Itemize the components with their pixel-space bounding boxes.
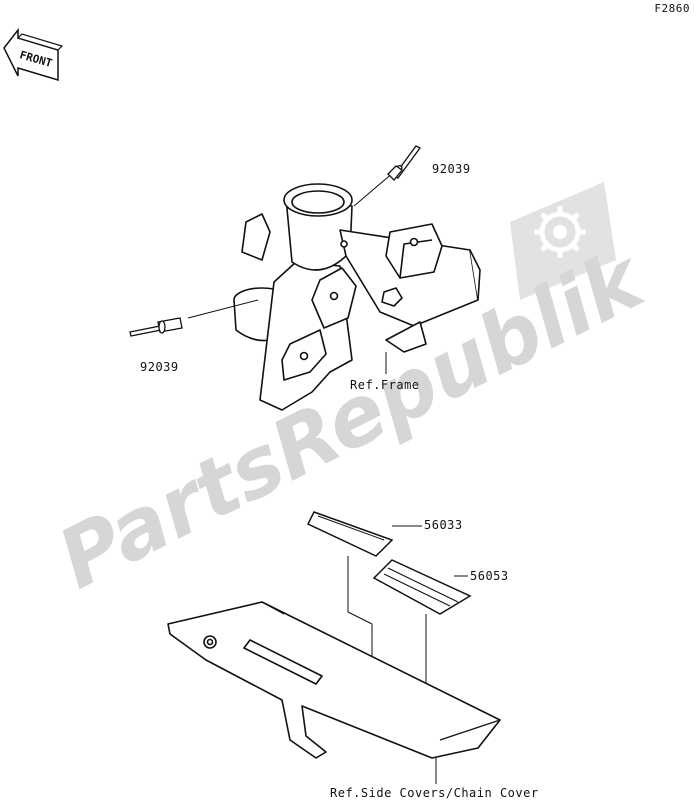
- figure-number: F2860: [654, 2, 690, 15]
- label-56053-shape: [372, 559, 472, 615]
- callout-rivet-top: 92039: [432, 162, 471, 176]
- callout-rivet-left: 92039: [140, 360, 179, 374]
- callout-label-b: 56053: [470, 569, 509, 583]
- gear-logo-icon: [510, 182, 616, 300]
- chain-cover: [167, 601, 501, 759]
- rivet-left-icon: [129, 317, 183, 337]
- front-arrow-icon: FRONT: [3, 27, 64, 82]
- callout-frame-ref: Ref.Frame: [350, 378, 420, 392]
- frame-assembly: [233, 183, 481, 411]
- callout-cover-ref: Ref.Side Covers/Chain Cover: [330, 786, 539, 800]
- rivet-top-icon: [387, 145, 421, 181]
- label-56033-shape: [306, 511, 394, 557]
- callout-label-a: 56033: [424, 518, 463, 532]
